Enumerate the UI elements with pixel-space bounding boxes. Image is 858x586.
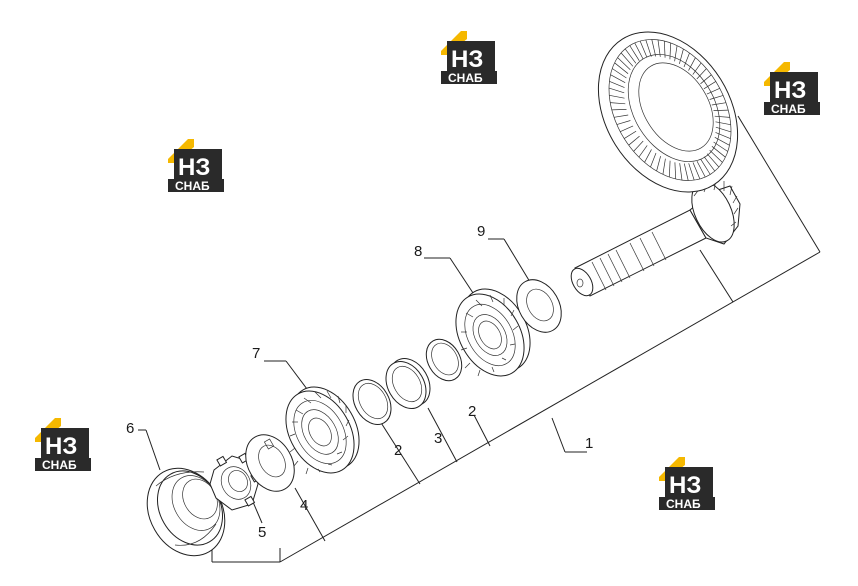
pinion-shaft	[570, 179, 741, 297]
logo-body	[447, 41, 495, 71]
logo-letters: НЗ	[451, 46, 483, 73]
part-2-shim-right	[425, 338, 463, 382]
gear-tooth	[610, 74, 626, 84]
gear-tooth	[709, 95, 724, 100]
gear-tooth	[714, 136, 730, 146]
gear-tooth	[700, 74, 712, 85]
part-9-washer	[516, 279, 562, 333]
gear-tooth	[703, 156, 716, 172]
gear-tooth	[679, 48, 684, 64]
gear-tooth	[616, 120, 631, 125]
part-4-lock-washer	[245, 434, 295, 492]
gear-tooth	[624, 130, 637, 139]
label-part-8: 8	[414, 243, 422, 260]
gear-tooth	[620, 125, 634, 133]
gear-tooth	[614, 62, 629, 74]
gear-tooth	[611, 109, 627, 111]
gear-tooth	[668, 160, 671, 178]
gear-tooth	[650, 152, 657, 168]
gear-tooth	[620, 52, 634, 67]
watermark-logo: НЗ СНАБ	[655, 453, 717, 511]
logo-caption: СНАБ	[771, 102, 806, 116]
gear-tooth	[688, 57, 696, 71]
label-part-7: 7	[252, 345, 260, 362]
gear-tooth	[613, 114, 629, 118]
assembly-bracket-lines	[138, 115, 821, 563]
gear-tooth	[683, 52, 690, 68]
label-part-9: 9	[477, 223, 485, 240]
gear-tooth	[713, 109, 729, 111]
gear-tooth	[692, 162, 701, 180]
label-part-3: 3	[434, 430, 442, 447]
logo-letters: НЗ	[178, 154, 210, 181]
gear-tooth	[634, 42, 644, 60]
logo-caption: СНАБ	[175, 179, 210, 193]
gear-tooth	[617, 57, 631, 71]
logo-letters: НЗ	[669, 472, 701, 499]
gear-tooth	[713, 141, 728, 152]
part-6-bearing-cup	[146, 467, 226, 557]
part-7-roller-bearing	[285, 386, 360, 475]
gear-tooth	[609, 94, 625, 99]
gear-tooth	[715, 121, 731, 126]
gear-tooth	[639, 40, 648, 58]
gear-tooth	[700, 159, 711, 175]
gear-tooth	[703, 81, 716, 90]
gear-tooth	[657, 39, 661, 57]
part-labels: 1 2 3 2 4 5 6 7 8 9	[126, 223, 593, 541]
gear-tooth	[706, 87, 720, 95]
label-part-4: 4	[300, 497, 308, 514]
gear-tooth	[662, 158, 666, 175]
gear-tooth	[609, 80, 625, 88]
part-2-shim-left	[352, 379, 392, 425]
gear-tooth	[612, 68, 627, 79]
gear-tooth	[633, 140, 644, 152]
gear-tooth	[714, 115, 730, 118]
label-part-2-right: 2	[468, 403, 476, 420]
gear-tooth	[709, 149, 723, 163]
gear-tooth	[715, 126, 732, 133]
gear-tooth	[638, 145, 648, 158]
gear-tooth	[644, 149, 652, 163]
watermark-logo: НЗ СНАБ	[31, 414, 93, 472]
gear-tooth	[663, 40, 666, 58]
logo-caption: СНАБ	[42, 458, 77, 472]
watermark-logo: НЗ СНАБ	[437, 27, 499, 85]
gear-tooth	[645, 39, 652, 57]
gear-tooth	[674, 162, 677, 180]
logo-letters: НЗ	[45, 433, 77, 460]
gear-tooth	[711, 102, 727, 106]
gear-tooth	[624, 48, 637, 64]
gear-tooth	[674, 45, 678, 62]
label-part-5: 5	[258, 524, 266, 541]
gear-tooth	[688, 163, 695, 181]
gear-tooth	[608, 87, 625, 94]
gear-tooth	[683, 163, 689, 181]
gear-tooth	[692, 62, 702, 75]
gear-tooth	[696, 160, 706, 178]
logo-caption: СНАБ	[448, 71, 483, 85]
gear-tooth	[656, 156, 661, 172]
gear-tooth	[651, 39, 657, 57]
watermark-logo: НЗ СНАБ	[164, 135, 226, 193]
gear-tooth	[610, 102, 626, 105]
gear-tooth	[706, 153, 720, 168]
gear-tooth	[629, 45, 640, 61]
gear-tooth	[696, 68, 707, 80]
gear-tooth	[669, 42, 672, 60]
watermark-logo: НЗ СНАБ	[760, 58, 822, 116]
label-part-6: 6	[126, 420, 134, 437]
gear-tooth	[711, 146, 726, 158]
gear-tooth	[715, 132, 731, 140]
ring-gear	[597, 31, 739, 193]
gear-tooth	[628, 135, 640, 146]
gear-tooth	[679, 163, 683, 181]
logo-letters: НЗ	[774, 77, 806, 104]
label-part-1: 1	[585, 435, 593, 452]
logo-caption: СНАБ	[666, 497, 701, 511]
part-8-bearing	[455, 288, 531, 377]
label-part-2-left: 2	[394, 442, 402, 459]
part-3-spacer	[385, 358, 431, 409]
